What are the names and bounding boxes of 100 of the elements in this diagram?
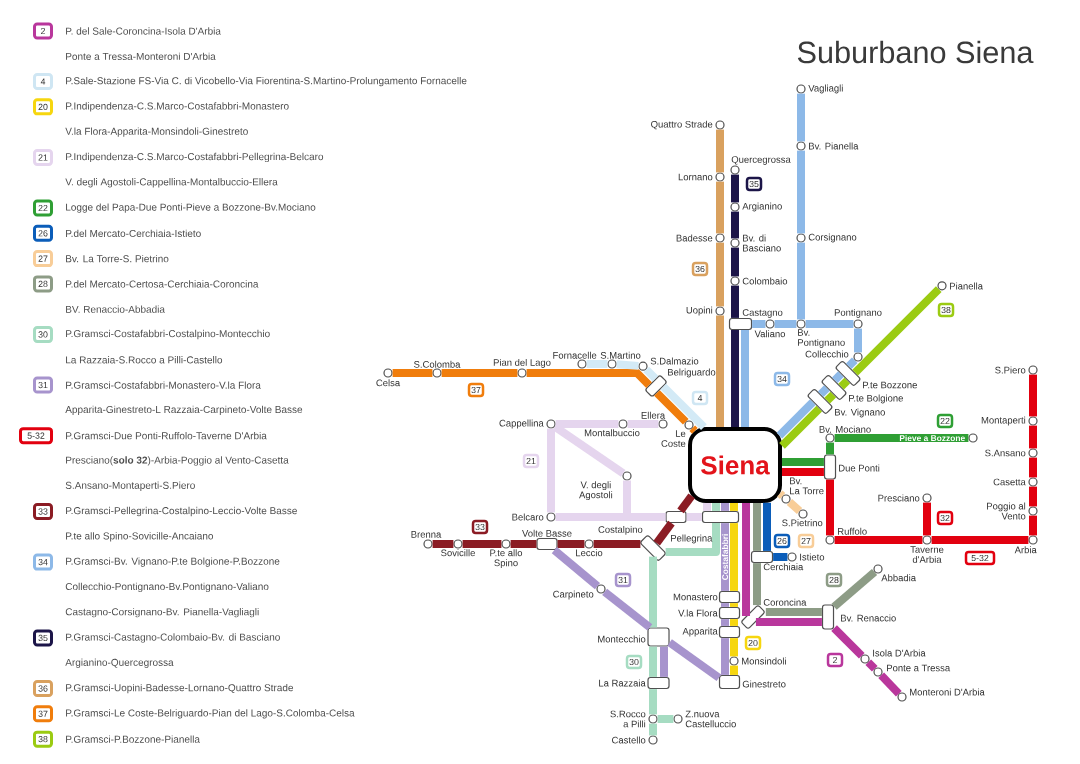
route-description: Ponte a Tressa-Monteroni D'Arbia	[66, 52, 216, 60]
station-marker	[684, 420, 694, 430]
line-number-badge: 5-32	[964, 550, 996, 566]
station-name: Ellera	[641, 411, 666, 419]
interchange-marker	[718, 606, 741, 620]
interchange-marker	[701, 510, 740, 524]
station-name: S.Piero	[995, 366, 1026, 374]
station-name: Monastero	[673, 593, 718, 601]
interchange-marker	[750, 550, 774, 564]
interchange-marker	[728, 317, 753, 331]
interchange-marker	[665, 510, 687, 524]
station-name: Bv. di Basciano	[743, 234, 781, 252]
route-description: Logge del Papa-Due Ponti-Pieve a Bozzone-Bv.Mociano	[66, 203, 316, 213]
interchange-marker	[821, 375, 847, 400]
route-line	[845, 357, 858, 370]
station-name: Collecchio	[805, 350, 849, 358]
station-marker	[729, 656, 739, 666]
station-marker	[796, 319, 806, 329]
route-line	[779, 405, 823, 449]
station-name: Celsa	[376, 379, 401, 387]
station-name: S.Martino	[600, 351, 641, 359]
route-description: P.Gramsci-Due Ponti-Ruffolo-Taverne D'Arbia	[66, 432, 267, 440]
route-description: Presciano(solo 32)-Arbia-Poggio al Vento-Casetta	[66, 456, 289, 466]
interchange-marker	[823, 454, 837, 480]
station-marker	[715, 233, 725, 243]
route-line	[878, 672, 902, 697]
interchange-marker	[640, 535, 666, 561]
line-number-badge: 34	[773, 371, 791, 387]
interchange-marker	[718, 674, 741, 690]
line-number-badge: 22	[936, 413, 954, 429]
station-name: Coroncina	[763, 598, 807, 606]
station-name: Costalpino	[598, 525, 643, 535]
station-marker	[730, 238, 740, 248]
interchange-marker	[647, 627, 670, 647]
station-name: Sovicille	[441, 549, 475, 557]
station-marker	[922, 535, 932, 545]
station-name: Bv. La Torre	[790, 477, 824, 495]
station-marker	[715, 172, 725, 182]
station-marker	[730, 276, 740, 286]
route-description: P.Gramsci-Costafabbri-Costalpino-Montecchio	[66, 329, 270, 340]
station-marker	[937, 281, 947, 291]
line-number-badge: 37	[33, 705, 53, 723]
line-number-badge: 20	[33, 98, 53, 116]
route-description: P.Gramsci-P.Bozzone-Pianella	[66, 735, 200, 743]
station-marker	[648, 714, 658, 724]
station-marker	[825, 433, 835, 443]
line-number-badge: 20	[744, 635, 762, 651]
station-marker	[673, 714, 683, 724]
station-marker	[1028, 535, 1038, 545]
interchange-marker	[536, 537, 558, 551]
station-name: Ginestreto	[742, 680, 786, 688]
route-line	[865, 659, 878, 672]
line-number-badge: 37	[467, 382, 485, 398]
line-number-badge: 28	[33, 275, 53, 293]
station-name: Le Coste	[661, 430, 686, 447]
station-name: Ruffolo	[838, 527, 867, 535]
line-number-badge: 31	[614, 572, 632, 588]
route-description: Argianino-Quercegrossa	[65, 658, 174, 668]
line-number-badge: 22	[33, 199, 53, 217]
line-number-badge: 33	[471, 519, 489, 535]
route-line	[667, 639, 722, 681]
route-line	[777, 490, 786, 499]
line-number-badge: 28	[825, 572, 843, 588]
route-line	[838, 377, 851, 390]
station-name: Istieto	[800, 553, 825, 561]
station-marker	[781, 494, 791, 504]
station-name: Bv. Pontignano	[798, 329, 845, 348]
line-number-badge: 27	[33, 250, 53, 268]
station-marker	[1028, 365, 1038, 375]
station-name: Pontignano	[834, 308, 882, 318]
route-line	[616, 360, 639, 370]
station-name: Pian del Lago	[493, 358, 551, 368]
route-description: Bv. La Torre-S. Pietrino	[66, 254, 169, 263]
route-line	[831, 371, 844, 384]
station-name: Bv. Vignano	[835, 408, 885, 418]
station-name: S.Ansano	[985, 449, 1026, 457]
station-name: S.Dalmazio	[650, 357, 699, 365]
station-marker	[825, 535, 835, 545]
station-marker	[873, 667, 883, 677]
station-marker	[517, 368, 527, 378]
station-name: Argianino	[742, 202, 782, 212]
route-description: P.del Mercato-Cerchiaia-Istieto	[66, 229, 201, 237]
station-name: Ponte a Tressa	[887, 664, 951, 672]
station-name: Corsignano	[808, 233, 857, 243]
line-number-badge: 35	[33, 629, 53, 647]
station-name: S.Pietrino	[782, 519, 823, 527]
route-description: P.Gramsci-Uopini-Badesse-Lornano-Quattro Strade	[66, 683, 294, 694]
route-description: P. del Sale-Coroncina-Isola D'Arbia	[66, 27, 221, 35]
station-marker	[501, 539, 511, 549]
route-line	[653, 520, 675, 546]
route-line	[776, 399, 816, 439]
station-name: S.Colomba	[414, 360, 461, 368]
interchange-marker	[835, 361, 861, 386]
route-line	[689, 425, 698, 434]
station-marker	[968, 433, 978, 443]
station-marker	[1028, 448, 1038, 458]
line-number-badge: 4	[33, 73, 53, 91]
route-line	[551, 547, 601, 590]
route-description: V.la Flora-Apparita-Monsindoli-Ginestreto	[65, 127, 248, 137]
route-description: P.del Mercato-Certosa-Cerchiaia-Coroncina	[66, 280, 259, 288]
